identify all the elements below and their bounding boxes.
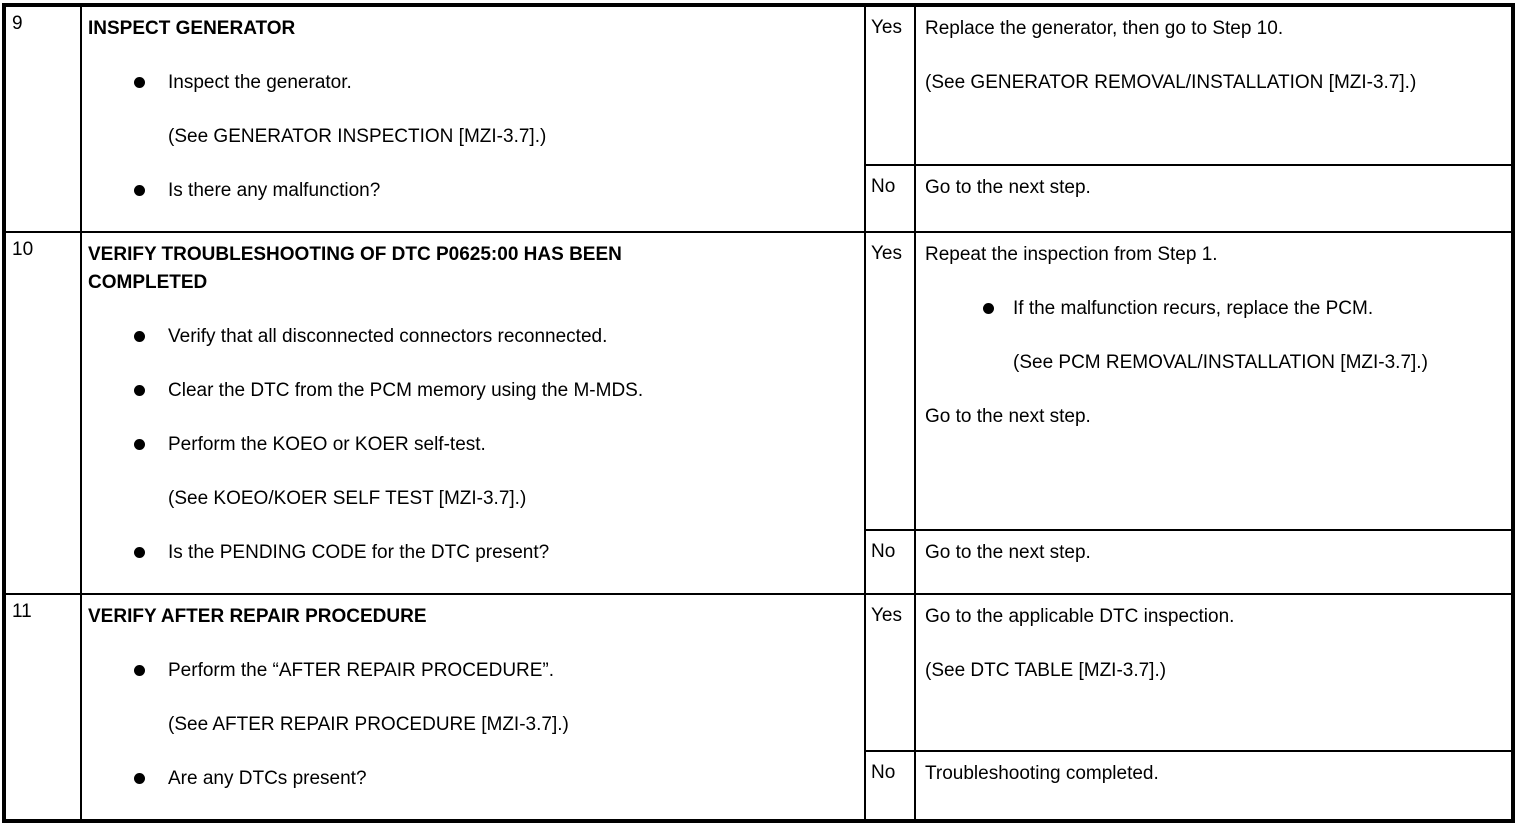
step-number-cell: 10 bbox=[3, 231, 82, 595]
bullet-icon bbox=[983, 295, 1013, 323]
text-line: Go to the applicable DTC inspection. bbox=[925, 603, 1481, 631]
action-cell-yes: Go to the applicable DTC inspection. (See… bbox=[914, 592, 1514, 753]
step-row: 10 VERIFY TROUBLESHOOTING OF DTC P0625:0… bbox=[3, 231, 1514, 595]
bullet-icon bbox=[134, 177, 168, 205]
step-row-no-section: No Go to the next step. bbox=[4, 528, 1514, 596]
item-text: (See GENERATOR REMOVAL/INSTALLATION [MZI… bbox=[925, 72, 1417, 93]
item-text: Is there any malfunction? bbox=[168, 180, 381, 201]
item-text: Go to the next step. bbox=[925, 177, 1091, 199]
item-text: Clear the DTC from the PCM memory using … bbox=[168, 380, 644, 401]
troubleshooting-table: 9 INSPECT GENERATOR Inspect the generato… bbox=[2, 3, 1515, 823]
text-line: (See PCM REMOVAL/INSTALLATION [MZI-3.7].… bbox=[925, 349, 1481, 377]
result-label-no: No bbox=[871, 762, 896, 784]
bullet-item: Is there any malfunction? bbox=[88, 177, 856, 205]
item-text: Perform the “AFTER REPAIR PROCEDURE”. bbox=[168, 660, 555, 681]
text-line: (See GENERATOR INSPECTION [MZI-3.7].) bbox=[88, 123, 856, 151]
result-label-yes: Yes bbox=[871, 605, 902, 626]
action-items-no: Go to the next step. bbox=[925, 539, 1481, 567]
step-number: 11 bbox=[12, 601, 32, 622]
step-number-cell: 11 bbox=[3, 593, 82, 822]
result-cell-yes: Yes bbox=[864, 231, 916, 531]
item-text: Replace the generator, then go to Step 1… bbox=[925, 18, 1284, 39]
bullet-item: Perform the KOEO or KOER self-test. bbox=[88, 431, 856, 459]
inspection-cell: VERIFY TROUBLESHOOTING OF DTC P0625:00 H… bbox=[80, 231, 866, 595]
text-line: Repeat the inspection from Step 1. bbox=[925, 241, 1481, 269]
action-cell-no: Go to the next step. bbox=[914, 164, 1514, 233]
inspection-title: VERIFY AFTER REPAIR PROCEDURE bbox=[88, 606, 427, 627]
action-cell-yes: Repeat the inspection from Step 1. If the… bbox=[914, 231, 1514, 531]
item-text: Perform the KOEO or KOER self-test. bbox=[168, 434, 486, 455]
text-line: (See DTC TABLE [MZI-3.7].) bbox=[925, 657, 1481, 685]
bullet-icon bbox=[134, 377, 168, 405]
bullet-icon bbox=[134, 69, 168, 97]
bullet-item: Clear the DTC from the PCM memory using … bbox=[88, 377, 856, 405]
action-items-yes: Go to the applicable DTC inspection. (See… bbox=[925, 603, 1481, 685]
step-row-no-section: No Go to the next step. bbox=[4, 164, 1514, 233]
bullet-item: Is the PENDING CODE for the DTC present? bbox=[88, 539, 856, 567]
item-text: Go to the next step. bbox=[925, 406, 1091, 427]
bullet-icon bbox=[134, 539, 168, 567]
action-cell-no: Troubleshooting completed. bbox=[914, 750, 1514, 822]
step-number: 10 bbox=[12, 239, 34, 260]
inspection-cell: VERIFY AFTER REPAIR PROCEDURE Perform th… bbox=[80, 593, 866, 822]
text-line: (See GENERATOR REMOVAL/INSTALLATION [MZI… bbox=[925, 69, 1481, 97]
action-items-no: Troubleshooting completed. bbox=[925, 760, 1481, 788]
item-text: Go to the applicable DTC inspection. bbox=[925, 606, 1235, 627]
item-text: (See DTC TABLE [MZI-3.7].) bbox=[925, 660, 1167, 681]
action-cell-yes: Replace the generator, then go to Step 1… bbox=[914, 3, 1514, 167]
item-text: Inspect the generator. bbox=[168, 72, 352, 93]
result-label-no: No bbox=[871, 176, 896, 198]
item-text: (See PCM REMOVAL/INSTALLATION [MZI-3.7].… bbox=[1013, 352, 1428, 373]
result-cell-no: No bbox=[864, 750, 916, 822]
bullet-item: Inspect the generator. bbox=[88, 69, 856, 97]
result-cell-no: No bbox=[864, 164, 916, 233]
action-items-no: Go to the next step. bbox=[925, 174, 1481, 202]
item-text: Troubleshooting completed. bbox=[925, 763, 1159, 785]
step-number-cell: 9 bbox=[3, 4, 82, 233]
troubleshooting-table-body: 9 INSPECT GENERATOR Inspect the generato… bbox=[3, 3, 1514, 822]
result-label-yes: Yes bbox=[871, 17, 902, 38]
result-label-no: No bbox=[871, 540, 896, 562]
text-line: Replace the generator, then go to Step 1… bbox=[925, 15, 1481, 43]
item-text: Verify that all disconnected connectors … bbox=[168, 326, 608, 347]
bullet-icon bbox=[134, 431, 168, 459]
inspection-items: Inspect the generator. (See GENERATOR INS… bbox=[88, 69, 856, 205]
step-number: 9 bbox=[12, 13, 23, 34]
item-text: If the malfunction recurs, replace the P… bbox=[1013, 298, 1374, 319]
step-row: 11 VERIFY AFTER REPAIR PROCEDURE Perform… bbox=[3, 592, 1514, 822]
item-text: Repeat the inspection from Step 1. bbox=[925, 244, 1218, 265]
bullet-icon bbox=[134, 657, 168, 685]
inspection-items: Perform the “AFTER REPAIR PROCEDURE”. (Se… bbox=[88, 657, 856, 793]
bullet-icon bbox=[134, 765, 168, 793]
text-line: Go to the next step. bbox=[925, 539, 1481, 567]
item-text: (See KOEO/KOER SELF TEST [MZI-3.7].) bbox=[168, 488, 527, 509]
text-line: (See KOEO/KOER SELF TEST [MZI-3.7].) bbox=[88, 485, 856, 513]
text-line: Go to the next step. bbox=[925, 174, 1481, 202]
result-cell-yes: Yes bbox=[864, 592, 916, 753]
result-cell-no: No bbox=[864, 528, 916, 596]
text-line: Go to the next step. bbox=[925, 403, 1481, 431]
item-text: Are any DTCs present? bbox=[168, 768, 367, 789]
inspection-items: Verify that all disconnected connectors … bbox=[88, 323, 856, 567]
bullet-item: Perform the “AFTER REPAIR PROCEDURE”. bbox=[88, 657, 856, 685]
inspection-cell: INSPECT GENERATOR Inspect the generator.… bbox=[80, 4, 866, 233]
text-line: (See AFTER REPAIR PROCEDURE [MZI-3.7].) bbox=[88, 711, 856, 739]
text-line: Troubleshooting completed. bbox=[925, 760, 1481, 788]
item-text: (See AFTER REPAIR PROCEDURE [MZI-3.7].) bbox=[168, 714, 569, 735]
item-text: (See GENERATOR INSPECTION [MZI-3.7].) bbox=[168, 126, 547, 147]
bullet-item: Verify that all disconnected connectors … bbox=[88, 323, 856, 351]
bullet-item: If the malfunction recurs, replace the P… bbox=[925, 295, 1481, 323]
action-cell-no: Go to the next step. bbox=[914, 528, 1514, 596]
result-cell-yes: Yes bbox=[864, 3, 916, 167]
action-items-yes: Repeat the inspection from Step 1. If the… bbox=[925, 241, 1481, 431]
item-text: Go to the next step. bbox=[925, 541, 1091, 563]
step-row: 9 INSPECT GENERATOR Inspect the generato… bbox=[3, 3, 1514, 233]
item-text: Is the PENDING CODE for the DTC present? bbox=[168, 542, 550, 563]
result-label-yes: Yes bbox=[871, 243, 902, 264]
inspection-title: INSPECT GENERATOR bbox=[88, 18, 296, 39]
bullet-item: Are any DTCs present? bbox=[88, 765, 856, 793]
inspection-title: VERIFY TROUBLESHOOTING OF DTC P0625:00 H… bbox=[88, 244, 622, 293]
action-items-yes: Replace the generator, then go to Step 1… bbox=[925, 15, 1481, 97]
bullet-icon bbox=[134, 323, 168, 351]
